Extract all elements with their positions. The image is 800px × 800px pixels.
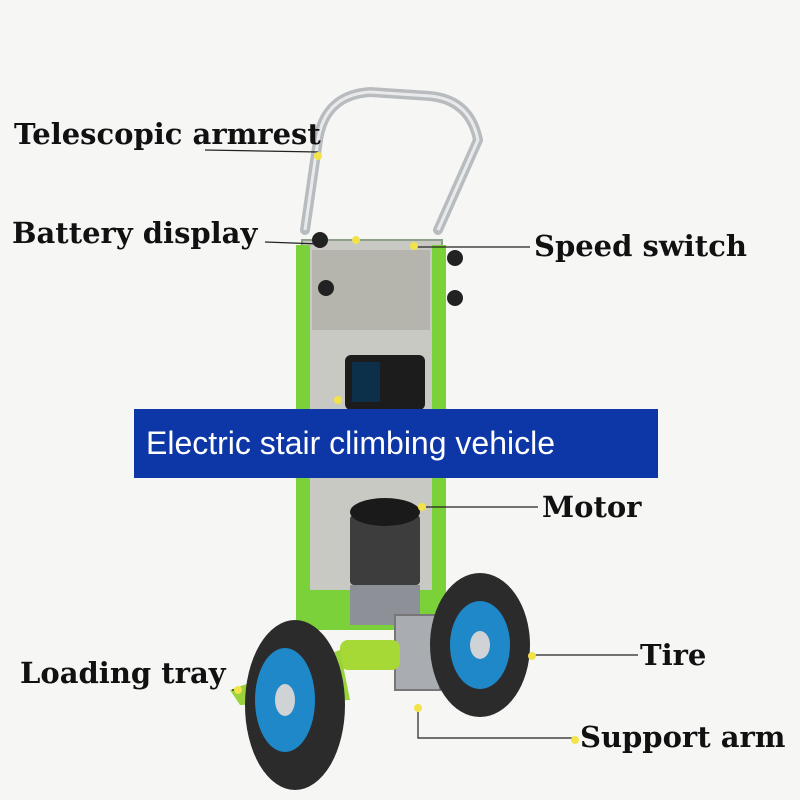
support-arm-left — [340, 640, 400, 670]
label-loading-tray: Loading tray — [20, 656, 226, 690]
label-motor: Motor — [542, 490, 642, 524]
leader-lines — [204, 149, 638, 739]
label-telescopic-armrest: Telescopic armrest — [14, 117, 321, 151]
motor-body — [350, 515, 420, 585]
label-support-arm: Support arm — [580, 720, 786, 754]
label-battery-display: Battery display — [12, 216, 258, 250]
label-speed-switch: Speed switch — [534, 229, 747, 263]
title-banner: Electric stair climbing vehicle — [134, 409, 658, 478]
label-tire: Tire — [640, 638, 707, 672]
handle-bar — [300, 86, 484, 235]
marker-dots — [234, 152, 579, 744]
